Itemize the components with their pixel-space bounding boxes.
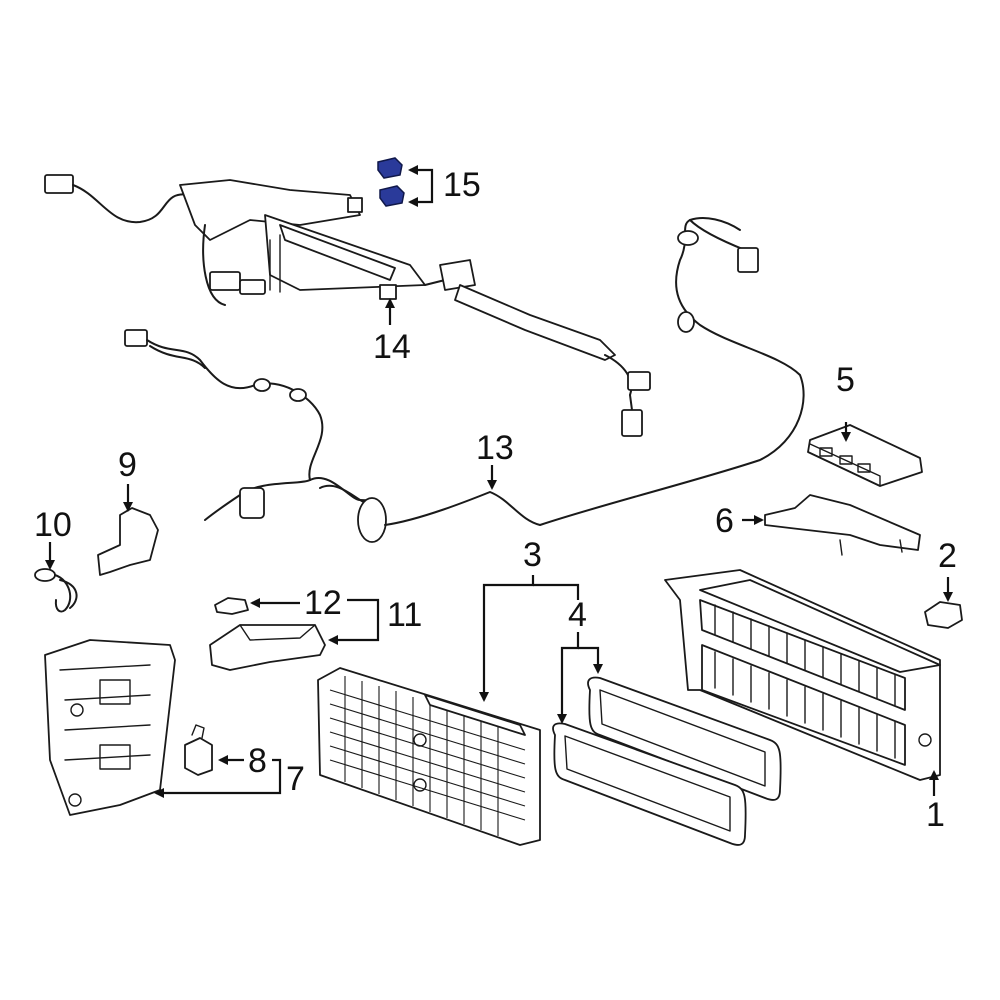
callout-12: 12 [304,584,342,622]
callout-6: 6 [715,502,734,540]
callout-11: 11 [387,596,422,634]
upper-harness-assembly[interactable] [44,174,651,437]
fuse-connector[interactable] [214,597,249,615]
small-clip[interactable] [924,601,963,629]
callout-1: 1 [926,796,945,834]
callout-3: 3 [523,536,542,574]
sensor[interactable] [184,724,213,776]
cover-panel[interactable] [317,667,541,846]
callout-8: 8 [248,742,267,780]
control-module[interactable] [807,424,923,487]
callout-9: 9 [118,446,137,484]
leader-lines [45,165,953,798]
junction-box[interactable] [44,639,176,816]
callout-labels: 15 14 13 5 6 2 1 3 4 9 10 12 11 8 7 [34,166,957,834]
cable-bracket[interactable] [97,507,159,576]
ground-cable[interactable] [34,568,78,613]
callout-14: 14 [373,328,411,366]
relay-bracket[interactable] [209,624,326,671]
callout-13: 13 [476,429,514,467]
callout-15: 15 [443,166,481,204]
callout-7: 7 [286,760,305,798]
connector-clips[interactable] [377,157,405,207]
callout-2: 2 [938,537,957,575]
gaskets[interactable] [552,676,782,846]
battery-module[interactable] [664,569,941,781]
callout-5: 5 [836,361,855,399]
cover-grid [329,676,526,836]
cell-slots [714,604,896,759]
callout-4: 4 [568,596,587,634]
callout-10: 10 [34,506,72,544]
bracket[interactable] [764,494,921,556]
main-wire-harness[interactable] [124,217,805,543]
